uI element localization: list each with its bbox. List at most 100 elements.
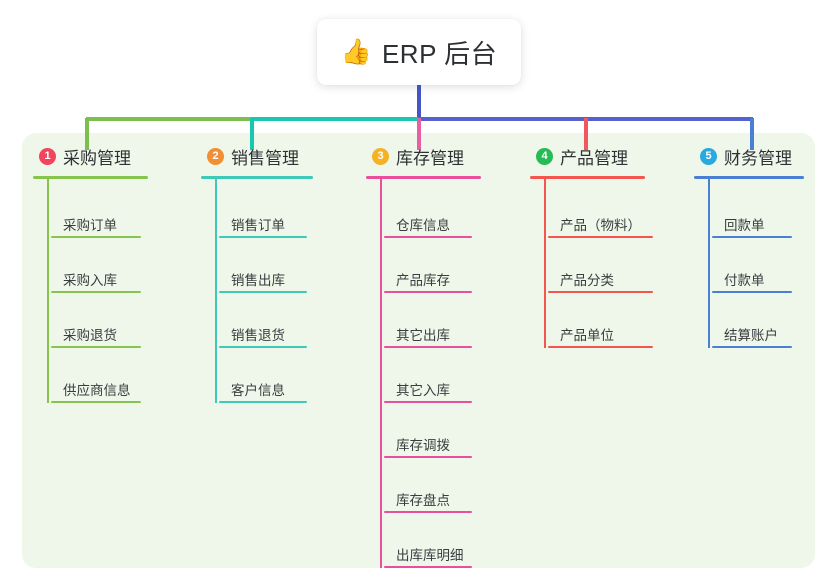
leaf-label: 其它入库 — [396, 383, 450, 399]
branch-underline-5 — [694, 176, 804, 179]
leaf-underline — [384, 236, 472, 238]
leaf-node[interactable]: 回款单 — [712, 179, 804, 238]
leaf-underline — [384, 456, 472, 458]
leaf-label: 销售订单 — [231, 218, 285, 234]
leaf-node[interactable]: 销售退货 — [219, 293, 313, 348]
root-node[interactable]: 👍 ERP 后台 — [317, 19, 521, 85]
branch-spine-1 — [47, 179, 49, 403]
leaf-underline — [219, 291, 307, 293]
leaf-underline — [548, 291, 653, 293]
leaf-label: 产品（物料） — [560, 218, 641, 234]
branch-badge-1: 1 — [39, 147, 56, 165]
leaf-label: 库存调拨 — [396, 438, 450, 454]
leaf-underline — [712, 291, 792, 293]
leaf-underline — [548, 236, 653, 238]
leaf-node[interactable]: 采购退货 — [51, 293, 148, 348]
branch-column-4: 4 产品管理产品（物料） 产品分类产品单位 — [530, 143, 653, 348]
leaf-underline — [384, 511, 472, 513]
leaf-underline — [219, 401, 307, 403]
leaf-node[interactable]: 产品单位 — [548, 293, 653, 348]
leaf-node[interactable]: 仓库信息 — [384, 179, 481, 238]
leaf-underline — [51, 401, 141, 403]
leaf-label: 付款单 — [724, 273, 765, 289]
thumbs-up-emoji: 👍 — [340, 37, 372, 66]
leaf-label: 采购订单 — [63, 218, 117, 234]
branch-spine-2 — [215, 179, 217, 403]
leaf-label: 客户信息 — [231, 383, 285, 399]
leaf-label: 采购退货 — [63, 328, 117, 344]
branch-body-1: 采购订单采购入库采购退货供应商信息 — [33, 179, 148, 403]
leaf-label: 出库库明细 — [396, 548, 464, 564]
leaf-underline — [712, 346, 792, 348]
leaf-label: 销售出库 — [231, 273, 285, 289]
leaf-label: 产品单位 — [560, 328, 614, 344]
branch-header-3[interactable]: 3 库存管理 — [366, 143, 481, 169]
leaf-node[interactable]: 产品分类 — [548, 238, 653, 293]
branch-header-1[interactable]: 1 采购管理 — [33, 143, 148, 169]
branch-column-5: 5 财务管理回款单付款单结算账户 — [694, 143, 804, 348]
branch-body-4: 产品（物料） 产品分类产品单位 — [530, 179, 653, 348]
leaf-label: 库存盘点 — [396, 493, 450, 509]
leaf-underline — [384, 291, 472, 293]
branch-title-3: 库存管理 — [396, 148, 464, 168]
leaf-node[interactable]: 付款单 — [712, 238, 804, 293]
leaf-node[interactable]: 采购订单 — [51, 179, 148, 238]
leaf-node[interactable]: 客户信息 — [219, 348, 313, 403]
branch-underline-3 — [366, 176, 481, 179]
leaf-node[interactable]: 出库库明细 — [384, 513, 481, 568]
leaf-node[interactable]: 供应商信息 — [51, 348, 148, 403]
leaf-underline — [51, 346, 141, 348]
leaf-label: 产品分类 — [560, 273, 614, 289]
leaf-node[interactable]: 产品库存 — [384, 238, 481, 293]
branch-header-5[interactable]: 5 财务管理 — [694, 143, 804, 169]
leaf-underline — [384, 566, 472, 568]
branch-spine-5 — [708, 179, 710, 348]
leaf-underline — [384, 401, 472, 403]
branch-badge-2: 2 — [207, 147, 224, 165]
branch-badge-5: 5 — [700, 147, 717, 165]
leaf-node[interactable]: 其它入库 — [384, 348, 481, 403]
leaf-underline — [51, 236, 141, 238]
leaf-underline — [712, 236, 792, 238]
leaf-label: 产品库存 — [396, 273, 450, 289]
branch-title-1: 采购管理 — [63, 148, 131, 168]
branch-column-1: 1 采购管理采购订单采购入库采购退货供应商信息 — [33, 143, 148, 403]
branch-column-3: 3 库存管理仓库信息产品库存其它出库其它入库库存调拨库存盘点出库库明细 — [366, 143, 481, 568]
root-title: ERP 后台 — [381, 38, 498, 69]
leaf-node[interactable]: 销售订单 — [219, 179, 313, 238]
leaf-label: 回款单 — [724, 218, 765, 234]
leaf-underline — [219, 236, 307, 238]
branch-underline-1 — [33, 176, 148, 179]
branch-title-4: 产品管理 — [560, 148, 628, 168]
leaf-node[interactable]: 库存盘点 — [384, 458, 481, 513]
branch-underline-4 — [530, 176, 645, 179]
branch-badge-4: 4 — [536, 147, 553, 165]
branch-header-4[interactable]: 4 产品管理 — [530, 143, 645, 169]
leaf-underline — [219, 346, 307, 348]
leaf-label: 采购入库 — [63, 273, 117, 289]
leaf-label: 仓库信息 — [396, 218, 450, 234]
leaf-node[interactable]: 库存调拨 — [384, 403, 481, 458]
leaf-label: 供应商信息 — [63, 383, 131, 399]
branch-body-3: 仓库信息产品库存其它出库其它入库库存调拨库存盘点出库库明细 — [366, 179, 481, 568]
branch-badge-3: 3 — [372, 147, 389, 165]
leaf-underline — [548, 346, 653, 348]
branch-body-2: 销售订单销售出库销售退货客户信息 — [201, 179, 313, 403]
leaf-label: 其它出库 — [396, 328, 450, 344]
branch-title-5: 财务管理 — [724, 148, 792, 168]
leaf-node[interactable]: 采购入库 — [51, 238, 148, 293]
leaf-node[interactable]: 产品（物料） — [548, 179, 653, 238]
leaf-node[interactable]: 其它出库 — [384, 293, 481, 348]
leaf-node[interactable]: 销售出库 — [219, 238, 313, 293]
leaf-label: 结算账户 — [724, 328, 778, 344]
leaf-node[interactable]: 结算账户 — [712, 293, 804, 348]
diagram-background-panel — [22, 133, 815, 568]
branch-spine-4 — [544, 179, 546, 348]
branch-body-5: 回款单付款单结算账户 — [694, 179, 804, 348]
leaf-underline — [51, 291, 141, 293]
branch-underline-2 — [201, 176, 313, 179]
leaf-underline — [384, 346, 472, 348]
leaf-label: 销售退货 — [231, 328, 285, 344]
